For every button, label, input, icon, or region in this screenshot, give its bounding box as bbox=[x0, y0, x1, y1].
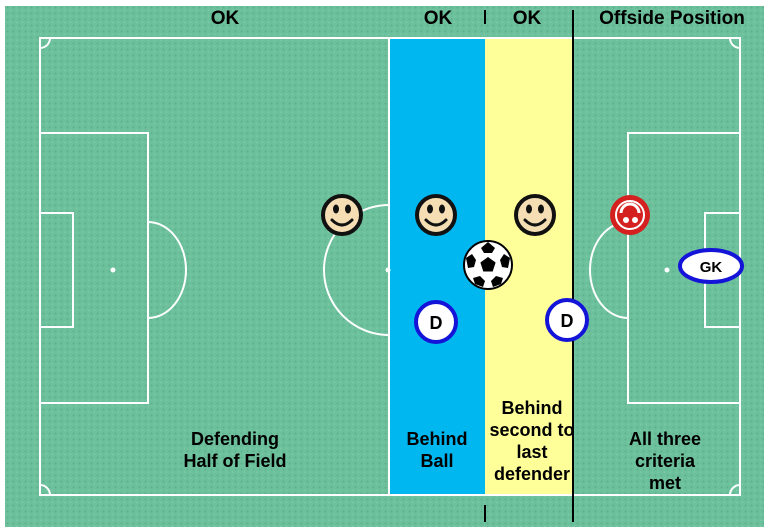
defender-marker: D bbox=[547, 300, 587, 340]
offside-position-label: Offside Position bbox=[582, 7, 762, 31]
defending-half-label: Defending Half of Field bbox=[150, 428, 320, 472]
right-penalty-spot bbox=[665, 268, 670, 273]
smiley-face-icon bbox=[516, 196, 554, 234]
goalkeeper-marker: GK bbox=[680, 250, 742, 282]
left-penalty-spot bbox=[111, 268, 116, 273]
behind-ball-label: Behind Ball bbox=[385, 428, 489, 472]
defender-marker: D bbox=[416, 302, 456, 342]
defender-label: D bbox=[430, 313, 443, 333]
smiley-face-icon bbox=[417, 196, 455, 234]
goalkeeper-label: GK bbox=[700, 259, 723, 276]
all-three-criteria-label: All three criteria met bbox=[600, 428, 730, 494]
behind-second-to-last-defender-label: Behind second to last defender bbox=[480, 397, 584, 485]
ok-label-behind-ball: OK bbox=[408, 7, 468, 31]
defender-label: D bbox=[561, 311, 574, 331]
red-face-icon bbox=[610, 195, 650, 235]
soccer-ball-icon bbox=[464, 241, 512, 289]
smiley-face-icon bbox=[323, 196, 361, 234]
ok-label-defending-half: OK bbox=[195, 7, 255, 31]
center-spot bbox=[386, 268, 391, 273]
ok-label-behind-defender: OK bbox=[497, 7, 557, 31]
